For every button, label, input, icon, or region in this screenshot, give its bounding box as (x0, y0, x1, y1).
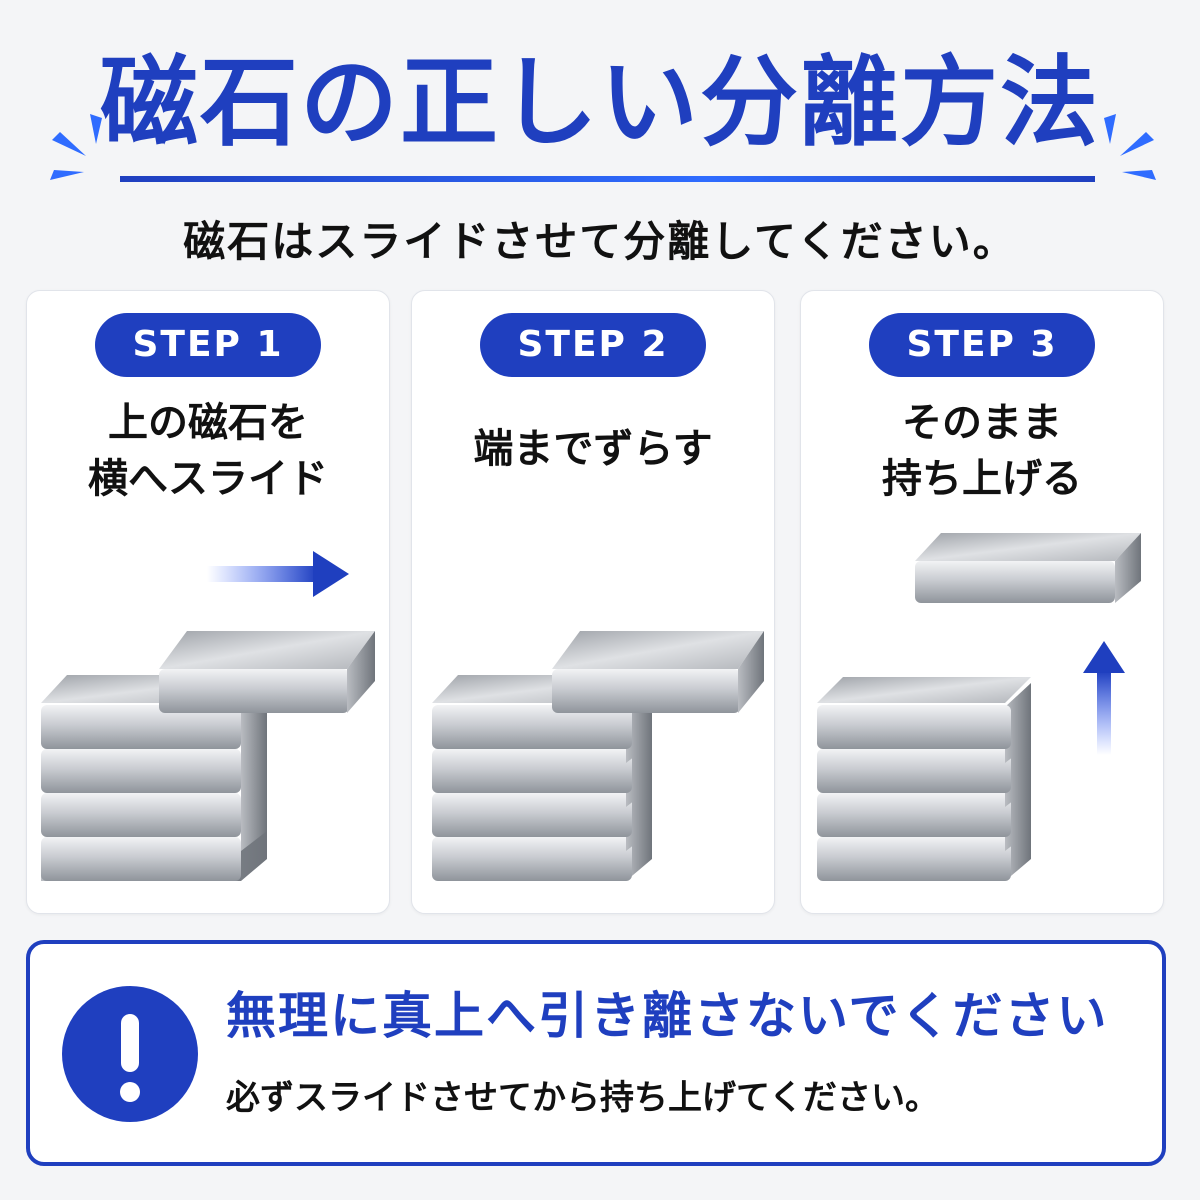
title-underline (120, 176, 1095, 182)
warning-box: 無理に真上へ引き離さないでください 必ずスライドさせてから持ち上げてください。 (26, 940, 1166, 1166)
step-card-2: STEP 2 端までずらす (411, 290, 775, 914)
magnet-stack-illustration (817, 533, 1141, 881)
step-card-3: STEP 3 そのまま 持ち上げる (800, 290, 1164, 914)
magnet-stack-illustration (41, 551, 375, 881)
up-arrow-icon (1083, 641, 1125, 755)
step-instruction-line2: 持ち上げる (882, 456, 1082, 502)
magnet-stack-illustration (432, 631, 764, 881)
title-banner: 磁石の正しい分離方法 (0, 40, 1200, 190)
warning-headline: 無理に真上へ引き離さないでください (226, 987, 1109, 1045)
page-title: 磁石の正しい分離方法 (99, 46, 1100, 160)
warning-note: 必ずスライドさせてから持ち上げてください。 (226, 1078, 939, 1118)
page-subtitle: 磁石はスライドさせて分離してください。 (183, 217, 1017, 266)
step-instruction-line1: そのまま (902, 400, 1062, 446)
step-instruction-line1: 端までずらす (473, 426, 713, 472)
exclamation-icon (62, 986, 198, 1122)
step-badge: STEP 1 (95, 313, 321, 377)
spark-left-icon (50, 114, 102, 180)
step-instruction-line2: 横へスライド (88, 456, 328, 502)
spark-right-icon (1104, 114, 1156, 180)
step-badge: STEP 2 (480, 313, 706, 377)
step-card-1: STEP 1 上の磁石を 横へスライド (26, 290, 390, 914)
step-instruction-line1: 上の磁石を (108, 400, 308, 446)
right-arrow-icon (207, 551, 349, 597)
step-badge: STEP 3 (869, 313, 1095, 377)
